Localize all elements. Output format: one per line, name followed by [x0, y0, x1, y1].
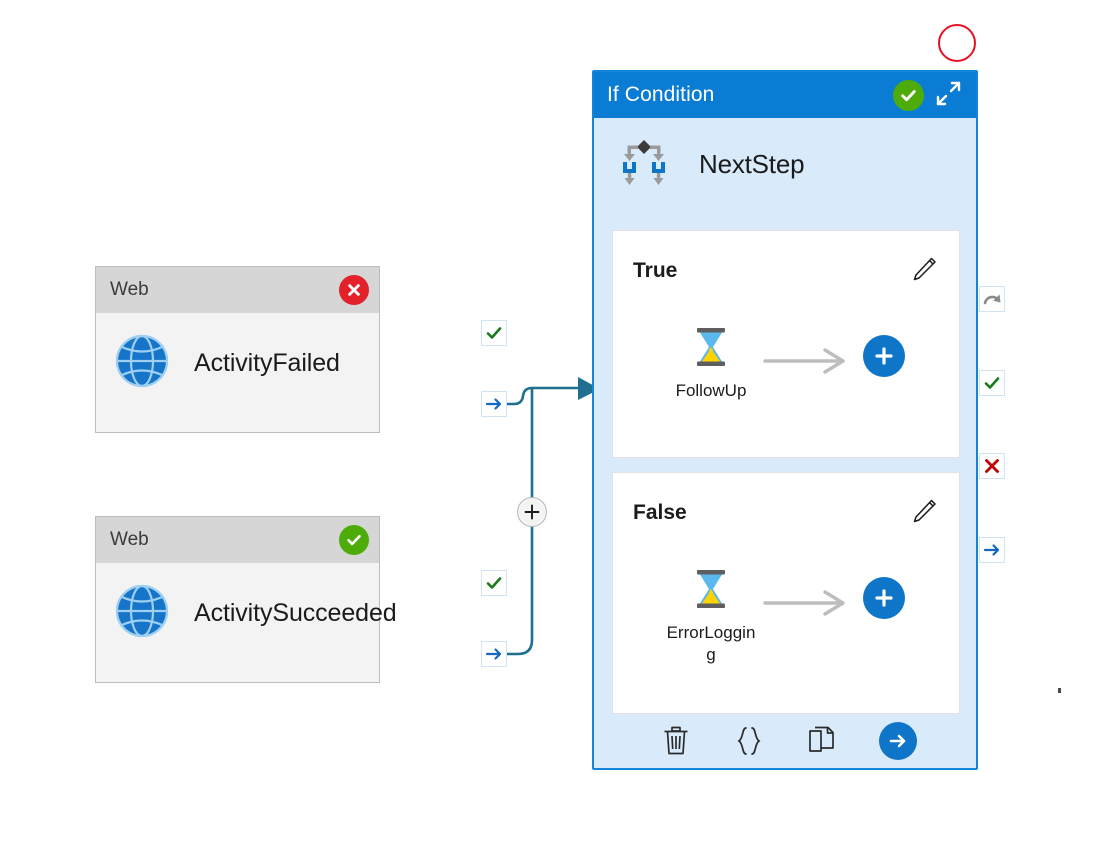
- plus-circle-icon[interactable]: [863, 335, 905, 377]
- activity-type-label: Web: [110, 279, 149, 300]
- if-condition-panel[interactable]: If Condition: [592, 70, 978, 770]
- braces-icon[interactable]: [733, 724, 765, 758]
- activity-card-body: ActivityFailed: [96, 313, 379, 414]
- branch-node-errorlogging[interactable]: ErrorLogging: [663, 567, 759, 666]
- globe-icon: [114, 333, 170, 394]
- globe-icon: [114, 583, 170, 644]
- arrow-right-circle-icon[interactable]: [878, 722, 917, 760]
- right-arrow-icon: [763, 347, 851, 380]
- condition-retry-port[interactable]: [979, 286, 1005, 312]
- hourglass-icon: [689, 328, 733, 373]
- condition-step-row: NextStep: [594, 118, 976, 210]
- blue-arrow-icon: [983, 544, 1000, 556]
- success-check-circle-icon: [339, 525, 369, 555]
- copy-icon[interactable]: [806, 724, 838, 758]
- branch-label: True: [633, 259, 678, 282]
- blue-arrow-icon: [485, 648, 502, 660]
- activity-card-header: Web: [96, 267, 379, 313]
- if-condition-header: If Condition: [594, 72, 976, 118]
- activity-card-activityfailed[interactable]: Web Activit: [95, 266, 380, 433]
- trash-icon[interactable]: [660, 724, 692, 758]
- branch-node-label: FollowUp: [675, 381, 747, 400]
- canvas-marker-dot: [1058, 688, 1061, 693]
- branch-false[interactable]: False: [612, 472, 960, 714]
- page-title: If Condition: [607, 83, 715, 106]
- success-check-circle-icon: [893, 79, 924, 111]
- condition-step-name: NextStep: [699, 148, 805, 179]
- red-circle-marker: [938, 24, 976, 62]
- hourglass-icon: [689, 570, 733, 615]
- activity-success-port[interactable]: [481, 570, 507, 596]
- red-x-icon: [985, 459, 999, 473]
- branch-true[interactable]: True: [612, 230, 960, 458]
- error-x-circle-icon: [339, 275, 369, 305]
- activity-name-label: ActivityFailed: [194, 349, 340, 377]
- branch-flow: FollowUp: [663, 325, 905, 402]
- green-check-icon: [486, 327, 502, 339]
- activity-type-label: Web: [110, 529, 149, 550]
- activity-completion-port[interactable]: [481, 391, 507, 417]
- pencil-icon[interactable]: [909, 497, 939, 532]
- branch-label: False: [633, 501, 687, 524]
- right-arrow-icon: [763, 589, 851, 622]
- condition-completion-port[interactable]: [979, 537, 1005, 563]
- condition-success-port[interactable]: [979, 370, 1005, 396]
- activity-success-port[interactable]: [481, 320, 507, 346]
- condition-failure-port[interactable]: [979, 453, 1005, 479]
- pencil-icon[interactable]: [909, 255, 939, 290]
- plus-icon: [524, 504, 540, 520]
- panel-footer-toolbar: [594, 722, 976, 760]
- add-activity-node[interactable]: [517, 497, 547, 527]
- retry-arrow-icon: [983, 294, 1001, 305]
- activity-card-activitysucceeded[interactable]: Web Activit: [95, 516, 397, 683]
- activity-card-header: Web: [96, 517, 379, 563]
- activity-completion-port[interactable]: [481, 641, 507, 667]
- green-check-icon: [486, 577, 502, 589]
- activity-name-label: ActivitySucceeded: [194, 599, 397, 627]
- collapse-diagonal-icon[interactable]: [932, 77, 964, 114]
- branch-node-label: ErrorLogging: [666, 623, 756, 664]
- branch-flow: ErrorLogging: [663, 567, 905, 666]
- blue-arrow-icon: [485, 398, 502, 410]
- plus-circle-icon[interactable]: [863, 577, 905, 619]
- green-check-icon: [984, 377, 1000, 389]
- branch-node-followup[interactable]: FollowUp: [663, 325, 759, 402]
- activity-card-body: ActivitySucceeded: [96, 563, 397, 664]
- branch-condition-icon: [615, 133, 673, 196]
